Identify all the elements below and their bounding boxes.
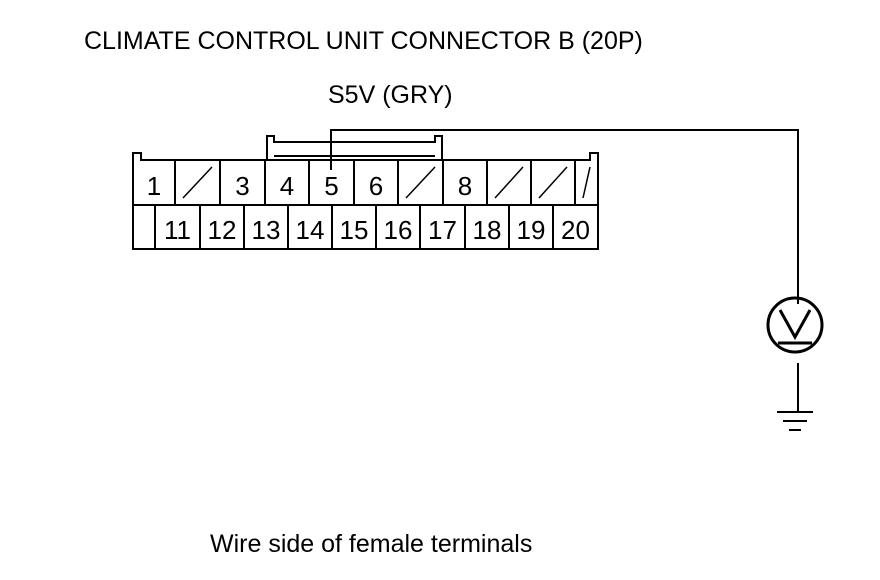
terminal-number: 19 <box>517 215 546 245</box>
empty-cavity-mark <box>494 166 524 199</box>
voltmeter-icon <box>766 296 824 354</box>
terminal-number: 4 <box>280 171 294 201</box>
terminal-number: 11 <box>164 215 191 245</box>
empty-cavity-mark <box>405 166 436 199</box>
terminal-number: 20 <box>561 215 590 245</box>
caption: Wire side of female terminals <box>210 530 533 558</box>
terminal-number: 15 <box>340 215 369 245</box>
terminal-number: 14 <box>296 215 325 245</box>
terminal-number: 12 <box>208 215 237 245</box>
empty-cavity-mark <box>582 166 591 199</box>
empty-cavity-mark <box>182 166 213 199</box>
diagram-title: CLIMATE CONTROL UNIT CONNECTOR B (20P) <box>84 27 643 55</box>
connector-housing <box>132 135 599 250</box>
terminal-number: 13 <box>252 215 281 245</box>
terminal-number: 16 <box>384 215 413 245</box>
terminal-number: 17 <box>428 215 457 245</box>
terminal-number: 3 <box>235 171 249 201</box>
wire-label: S5V (GRY) <box>328 81 453 109</box>
terminal-number: 8 <box>458 171 472 201</box>
s5v-wire <box>330 129 799 304</box>
terminal-number: 1 <box>147 171 161 201</box>
empty-cavity-mark <box>538 166 568 199</box>
terminal-number: 6 <box>369 171 383 201</box>
terminal-number: 5 <box>324 171 338 201</box>
ground-icon <box>777 411 813 431</box>
terminal-number: 18 <box>473 215 502 245</box>
